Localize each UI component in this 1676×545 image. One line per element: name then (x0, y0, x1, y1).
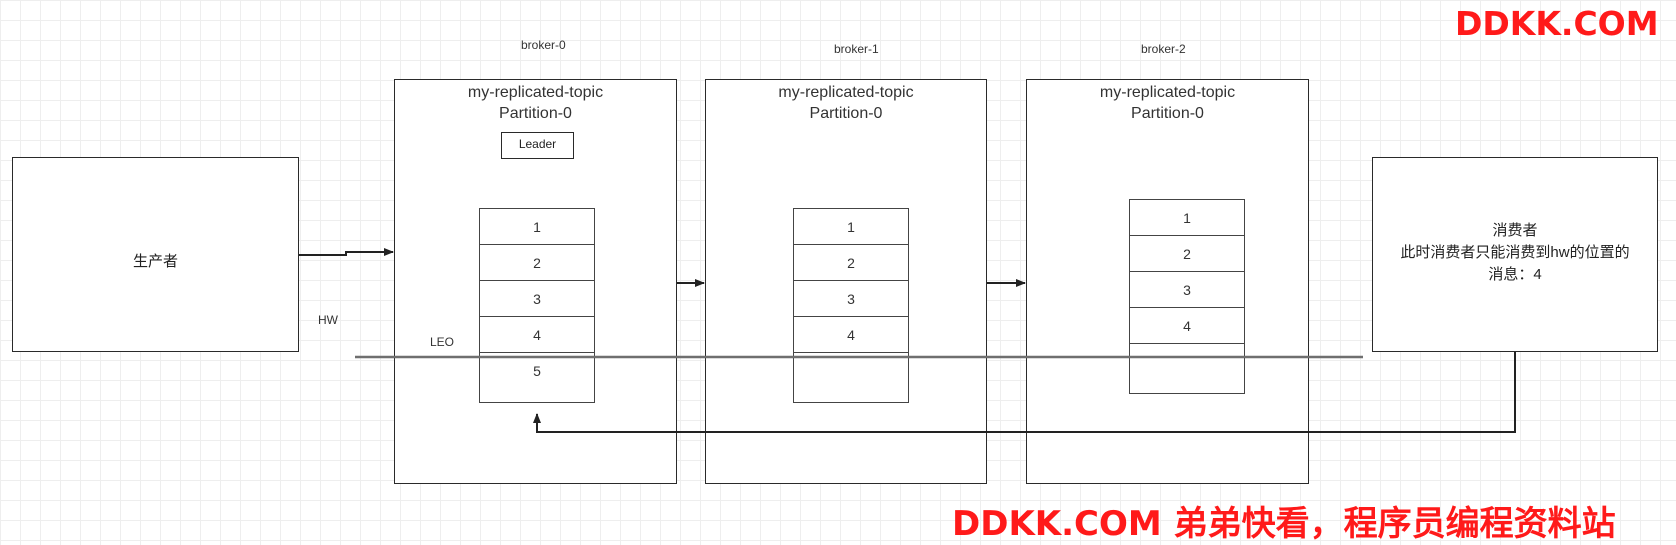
log-entry: 1 (1130, 200, 1244, 236)
log-entry: 2 (480, 245, 594, 281)
broker-2-topic: my-replicated-topic (1099, 84, 1236, 101)
producer-to-leader-arrow (299, 248, 394, 256)
consumer-description: 消费者 此时消费者只能消费到hw的位置的 消息：4 (1373, 220, 1657, 286)
producer-box: 生产者 (12, 157, 299, 352)
broker-2-log: 1 2 3 4 (1129, 199, 1245, 394)
leader-badge: Leader (501, 132, 574, 159)
broker-0-label: broker-0 (521, 38, 566, 52)
log-entry: 3 (1130, 272, 1244, 308)
log-entry: 4 (1130, 308, 1244, 344)
consumer-box: 消费者 此时消费者只能消费到hw的位置的 消息：4 (1372, 157, 1658, 352)
log-entry: 2 (794, 245, 908, 281)
broker-1-log: 1 2 3 4 (793, 208, 909, 403)
hw-label: HW (318, 313, 338, 327)
broker-1-partition: Partition-0 (809, 105, 883, 122)
broker-0-topic: my-replicated-topic (467, 84, 604, 101)
log-entry: 5 (533, 363, 541, 379)
log-entry: 3 (480, 281, 594, 317)
watermark-top: DDKK.COM (1455, 4, 1659, 43)
producer-label: 生产者 (132, 253, 178, 270)
consumer-note-value: 消息：4 (1488, 266, 1542, 283)
log-entry: 3 (794, 281, 908, 317)
broker-1-topic: my-replicated-topic (778, 84, 914, 101)
leo-label: LEO (430, 335, 455, 349)
log-entry: 4 (480, 317, 594, 353)
broker-2-partition: Partition-0 (1131, 105, 1204, 122)
log-entry: 2 (1130, 236, 1244, 272)
log-entry: 4 (794, 317, 908, 353)
watermark-bottom: DDKK.COM 弟弟快看，程序员编程资料站 (952, 504, 1616, 544)
broker-1-label: broker-1 (834, 42, 879, 56)
broker-2-label: broker-2 (1141, 42, 1186, 56)
consumer-fetch-arrow (533, 352, 1516, 433)
log-entry: 1 (480, 209, 594, 245)
consumer-note-line: 此时消费者只能消费到hw的位置的 (1400, 244, 1630, 261)
consumer-title: 消费者 (1492, 222, 1538, 239)
broker-0-log: 1 2 3 4 5 (479, 208, 595, 403)
log-entry: 1 (794, 209, 908, 245)
broker-0-partition: Partition-0 (499, 105, 572, 122)
